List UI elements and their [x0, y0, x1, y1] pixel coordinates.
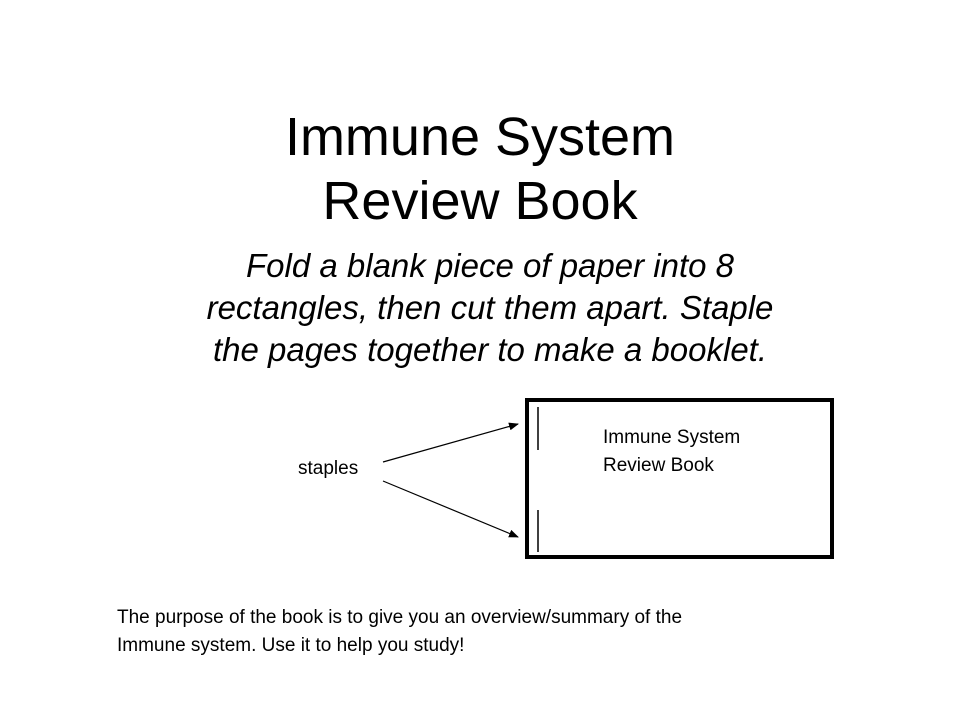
instructions-line-1: Fold a blank piece of paper into 8: [246, 247, 734, 284]
booklet-cover-line-1: Immune System: [603, 427, 741, 448]
booklet-cover-label: Immune System Review Book: [603, 424, 740, 480]
page-title: Immune System Review Book: [0, 105, 960, 233]
purpose-line-2: Immune system. Use it to help you study!: [117, 635, 465, 656]
instructions-line-2: rectangles, then cut them apart. Staple: [206, 289, 774, 326]
arrow-to-bottom-staple: [382, 480, 519, 538]
title-line-1: Immune System: [284, 107, 676, 167]
booklet-cover: [525, 398, 834, 559]
booklet-cover-line-2: Review Book: [603, 455, 714, 476]
title-line-2: Review Book: [322, 171, 638, 231]
arrow-to-top-staple: [382, 422, 519, 463]
instructions-line-3: the pages together to make a booklet.: [212, 331, 768, 368]
purpose-line-1: The purpose of the book is to give you a…: [117, 607, 683, 628]
staples-label: staples: [298, 458, 359, 479]
purpose-text: The purpose of the book is to give you a…: [117, 604, 857, 660]
instructions-text: Fold a blank piece of paper into 8 recta…: [80, 245, 900, 371]
